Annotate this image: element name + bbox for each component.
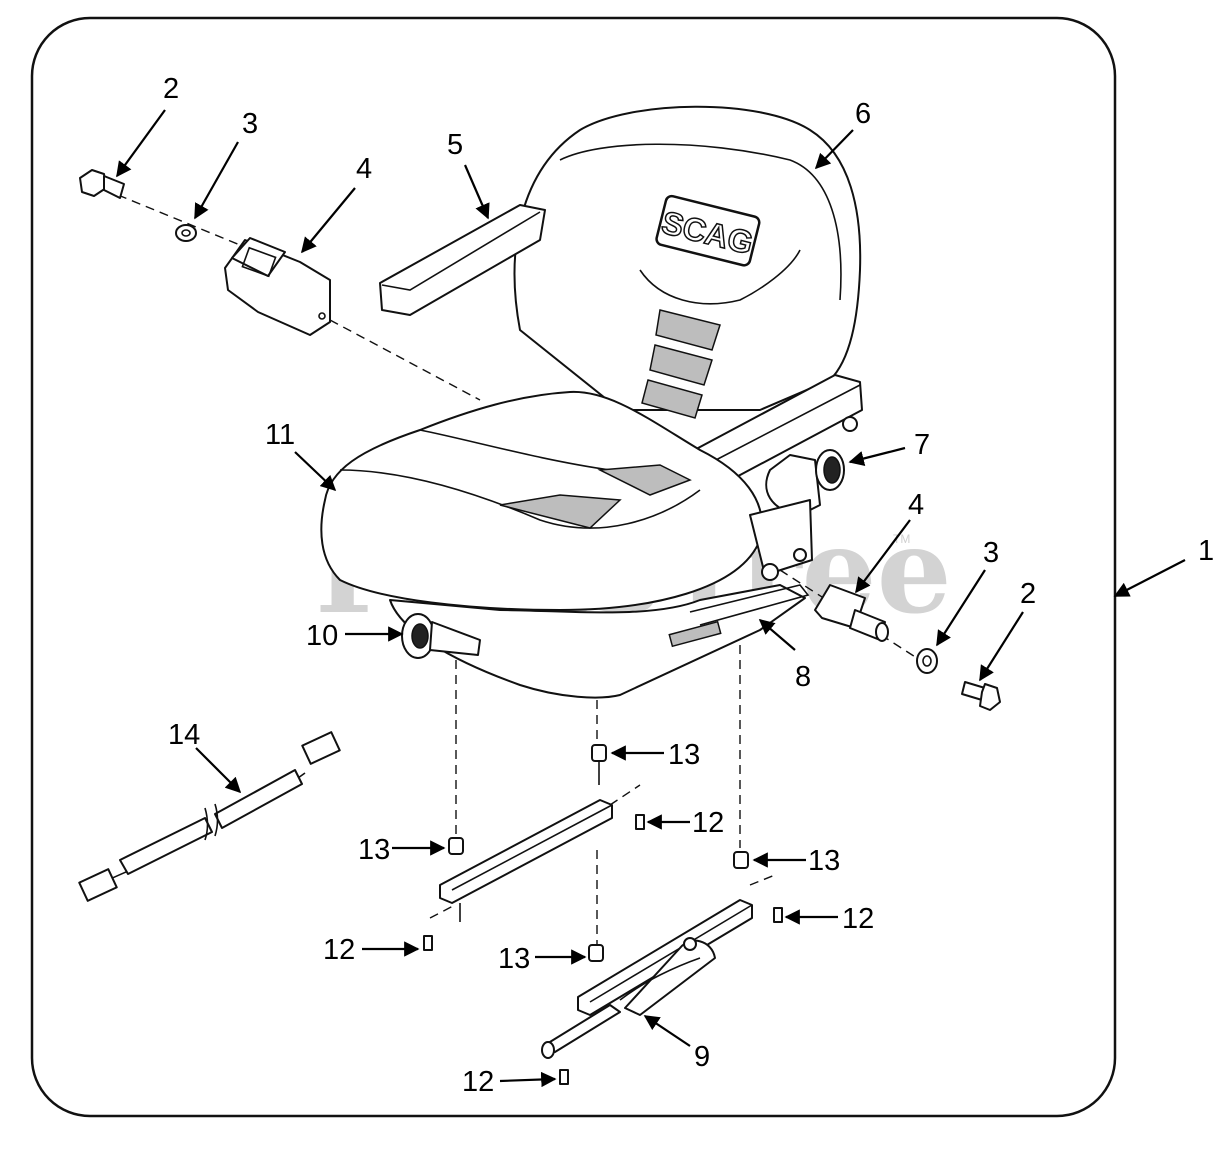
callout-12-a: 12 (692, 807, 724, 839)
callout-12-b: 12 (323, 934, 355, 966)
spacer-13-a (591, 744, 607, 785)
callout-13-a: 13 (668, 739, 700, 771)
adjust-knob-7 (815, 449, 845, 491)
screw-12-c (773, 907, 783, 923)
wire-harness-14 (78, 731, 341, 902)
washer-3-left (175, 224, 197, 242)
spacer-13-b (448, 837, 464, 855)
screw-12-d (559, 1069, 569, 1085)
callout-10: 10 (306, 620, 338, 652)
adjust-knob-10 (401, 613, 481, 659)
callout-8: 8 (795, 661, 811, 693)
callout-6: 6 (855, 98, 871, 130)
callout-13-d: 13 (498, 943, 530, 975)
seat-base (389, 499, 813, 699)
callout-4-right: 4 (908, 489, 924, 521)
armrest-5 (379, 204, 546, 316)
bolt-2-left (79, 169, 125, 199)
seat-rail-left (439, 799, 613, 922)
callout-2-right: 2 (1020, 578, 1036, 610)
callout-1: 1 (1198, 535, 1214, 567)
callout-3-left: 3 (242, 108, 258, 140)
screw-12-b (423, 935, 433, 951)
callout-12-c: 12 (842, 903, 874, 935)
callout-13-b: 13 (358, 834, 390, 866)
callout-9: 9 (694, 1041, 710, 1073)
assembly-lines (117, 194, 921, 945)
spacer-13-c (733, 851, 749, 869)
slide-bracket-8 (689, 584, 810, 626)
callout-arrows (116, 109, 1186, 1088)
callout-7: 7 (914, 429, 930, 461)
callout-2-left: 2 (163, 73, 179, 105)
callout-13-c: 13 (808, 845, 840, 877)
seat-back-6: SCAG (513, 105, 862, 419)
spacer-13-d (588, 944, 604, 962)
seat-belt-buckle-4-left (224, 237, 331, 336)
seat-rail-right-9 (541, 899, 753, 1059)
callout-11: 11 (265, 419, 295, 451)
callout-4-left: 4 (356, 153, 372, 185)
screw-12-a (635, 814, 645, 830)
callout-3-right: 3 (983, 537, 999, 569)
callout-14: 14 (168, 719, 200, 751)
bolt-2-right (961, 681, 1001, 711)
callout-labels: 1 2 3 4 5 6 7 11 4 3 2 10 8 14 13 12 13 … (163, 73, 1214, 1098)
washer-3-right (916, 648, 938, 674)
callout-12-d: 12 (462, 1066, 494, 1098)
seat-cushion-11 (320, 390, 763, 611)
seat-belt-buckle-4-right (814, 584, 889, 642)
callout-5: 5 (447, 129, 463, 161)
